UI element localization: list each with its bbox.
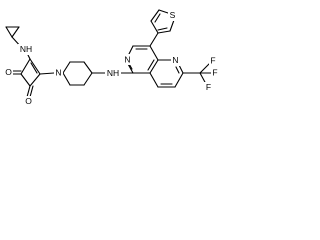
naphthyridine-n1-label: N xyxy=(172,55,178,65)
naphthyridine-n6-label: N xyxy=(124,54,130,64)
thiophene-sulfur-label: S xyxy=(170,10,176,20)
amino-linker-nh-label: NH xyxy=(107,68,119,78)
atom-labels: NH O O N NH N N S F F F xyxy=(4,10,220,107)
amine-nh-label: NH xyxy=(20,44,32,54)
fluorine-2-label: F xyxy=(212,67,217,77)
naphthyridine-system xyxy=(120,32,184,88)
fluorine-3-label: F xyxy=(206,82,211,92)
cyclobutenedione-ring xyxy=(11,52,55,98)
fluorine-1-label: F xyxy=(210,55,215,65)
piperidine-ring xyxy=(62,61,106,86)
piperidine-nitrogen-label: N xyxy=(55,67,61,77)
molecule-diagram: NH O O N NH N N S F F F xyxy=(4,9,220,107)
carbonyl-oxygen-upper-label: O xyxy=(5,67,12,77)
trifluoromethyl-group xyxy=(182,62,212,85)
thiophene-ring xyxy=(150,9,175,34)
carbonyl-oxygen-lower-label: O xyxy=(25,96,32,106)
